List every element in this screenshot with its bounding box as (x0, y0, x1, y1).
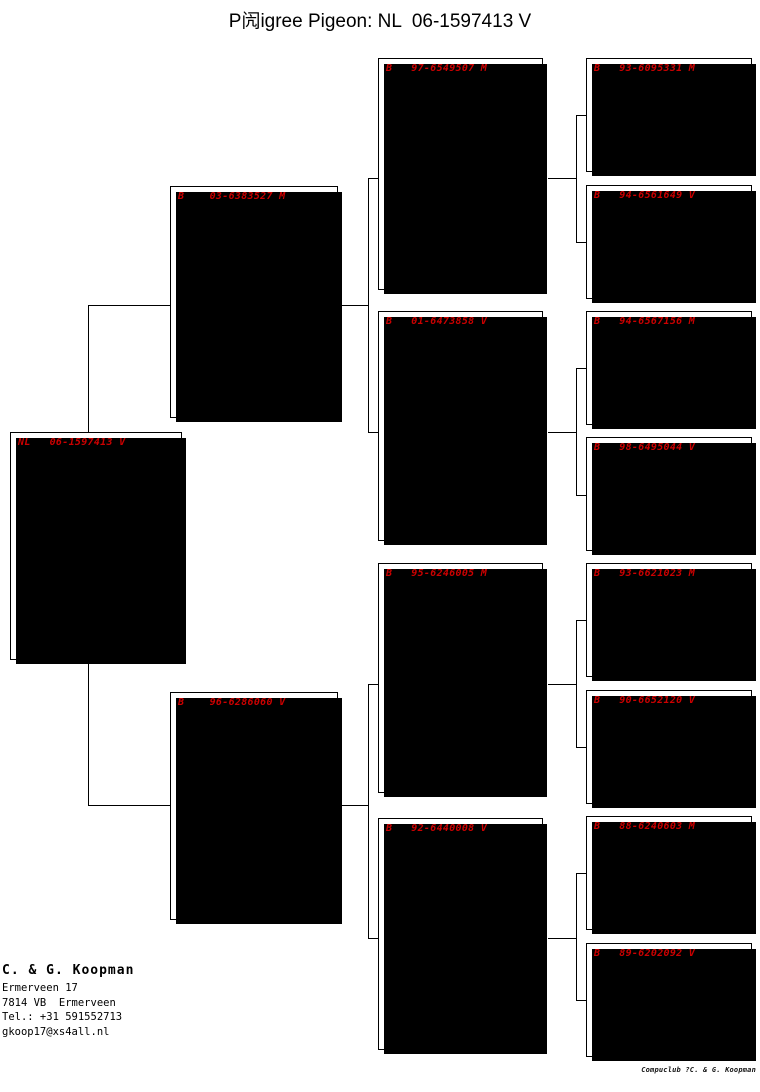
card-sire-sire[interactable]: B 97-6549507 M "SPRINT" Albert Marcelis … (378, 58, 547, 294)
card-dam-sire-sire-body: "DE RAMBO" D & L van Dyck Blauw De Rambo… (594, 582, 702, 652)
card-sire-sire-dam[interactable]: B 94-6561649 V "GESCHELPT POOT" Albert M… (586, 185, 756, 303)
connector-ds-to-dss (576, 620, 586, 621)
card-subject[interactable]: NL 06-1597413 V "CHONI" C & G Koopman Kr… (10, 432, 186, 664)
connector-sd-vertical (576, 368, 577, 495)
card-dam-dam-dam[interactable]: B 89-6202092 V "MOEDER VAN DE RAMBO Mari… (586, 943, 756, 1061)
card-sire-dam-sire-body: "JUNIOR" Albert Marcelis Zoon van de Gus… (594, 330, 721, 400)
card-sire-sire-dam-id: B 94-6561649 V (594, 190, 696, 201)
connector-sire-vertical (368, 178, 369, 432)
connector-sd-to-sdd (576, 495, 586, 496)
card-dam-dam-id: B 92-6440008 V (386, 823, 488, 834)
card-dam-sire-dam-body: "HET LAATJE" Moeder Den Bourges en De Ka… (594, 709, 708, 779)
card-dam-dam-dam-body: "MOEDER VAN DE RAMBO Marien-Royberghs (594, 962, 721, 989)
card-dam-dam-body: "ZUS RAMBO" D & L van Dyck Rambo is vade… (386, 837, 488, 952)
card-dam-dam-dam-id: B 89-6202092 V (594, 948, 696, 959)
card-sire-dam-body: "RITA" Albert Marcelis Kras Rita is zus … (386, 330, 513, 415)
connector-ss-to-ssd (576, 242, 586, 243)
connector-ss-to-sss (576, 115, 586, 116)
card-dam-sire[interactable]: B 95-6246005 M "DE KANNIBAAL" D & L van … (378, 563, 547, 797)
card-sire-dam[interactable]: B 01-6473858 V "RITA" Albert Marcelis Kr… (378, 311, 547, 545)
card-sire-dam-id: B 01-6473858 V (386, 316, 488, 327)
card-dam-sire-dam[interactable]: B 90-6652120 V "HET LAATJE" Moeder Den B… (586, 690, 756, 808)
owner-address: Ermerveen 17 7814 VB Ermerveen Tel.: +31… (2, 982, 123, 1038)
card-sire-id: B 03-6383527 M (178, 191, 286, 202)
connector-ds-to-dsd (576, 747, 586, 748)
connector-dam-to-dd (368, 938, 378, 939)
card-sire-sire-sire[interactable]: B 93-6095331 M "OUDE SPRINT" Albert Marc… (586, 58, 756, 176)
software-credit: Compuclub ?C. & G. Koopman (641, 1066, 756, 1074)
connector-subject-to-sire (88, 305, 170, 306)
connector-ss-vertical (576, 115, 577, 242)
connector-subject-to-dam (88, 805, 170, 806)
card-dam-body: "GOLDEN LADY" D & L van Dyck Kras Stamdu… (178, 711, 305, 855)
card-dam-dam-sire-body: "VADER VAN DE RAMBO" G. Leysen, Pulderbo… (594, 835, 721, 862)
card-sire-dam-sire[interactable]: B 94-6567156 M "JUNIOR" Albert Marcelis … (586, 311, 756, 429)
connector-sd-to-sds (576, 368, 586, 369)
connector-sd-out (548, 432, 576, 433)
card-dam-sire-id: B 95-6246005 M (386, 568, 488, 579)
card-sire-sire-dam-body: "GESCHELPT POOT" Albert Marcelis Kras Vl… (594, 204, 708, 274)
connector-dam-out (338, 805, 368, 806)
card-dam-sire-dam-id: B 90-6652120 V (594, 695, 696, 706)
card-dam-dam-sire[interactable]: B 88-6240603 M "VADER VAN DE RAMBO" G. L… (586, 816, 756, 934)
connector-ds-out (548, 684, 576, 685)
connector-dd-to-dds (576, 873, 586, 874)
connector-subject-stub-v (88, 555, 89, 805)
connector-subject-vertical (88, 305, 89, 555)
connector-sire-to-ss (368, 178, 378, 179)
card-sire-dam-dam[interactable]: B 98-6495044 V "VAAL" Albert Marcelis Va… (586, 437, 756, 555)
card-sire-body: "JONGE SPRINT" Albert Marcelis Kras Jong… (178, 205, 292, 320)
connector-sire-to-sd (368, 432, 378, 433)
card-dam-id: B 96-6286060 V (178, 697, 286, 708)
card-dam-dam-sire-id: B 88-6240603 M (594, 821, 696, 832)
connector-dd-out (548, 938, 576, 939)
card-dam-sire-sire[interactable]: B 93-6621023 M "DE RAMBO" D & L van Dyck… (586, 563, 756, 681)
card-dam-dam[interactable]: B 92-6440008 V "ZUS RAMBO" D & L van Dyc… (378, 818, 547, 1054)
connector-dam-vertical (368, 684, 369, 938)
connector-sire-out (338, 305, 368, 306)
owner-name: C. & G. Koopman (2, 963, 135, 978)
card-sire-sire-sire-id: B 93-6095331 M (594, 63, 696, 74)
connector-dd-to-ddd (576, 1000, 586, 1001)
card-sire-dam-dam-id: B 98-6495044 V (594, 442, 696, 453)
card-sire[interactable]: B 03-6383527 M "JONGE SPRINT" Albert Mar… (170, 186, 342, 422)
card-sire-dam-dam-body: "VAAL" Albert Marcelis Vaal komt uit Dra… (594, 456, 715, 526)
page-title: P闶igree Pigeon: NL 06-1597413 V (228, 11, 532, 32)
card-sire-dam-sire-id: B 94-6567156 M (594, 316, 696, 327)
card-subject-body: "CHONI" C & G Koopman Kras O.a. moeder M… (18, 451, 139, 624)
card-dam[interactable]: B 96-6286060 V "GOLDEN LADY" D & L van D… (170, 692, 342, 924)
connector-dd-vertical (576, 873, 577, 1000)
card-sire-sire-sire-body: "OUDE SPRINT" Albert Marcelis Superieure… (594, 77, 708, 147)
connector-ss-out (548, 178, 576, 179)
connector-dam-to-ds (368, 684, 378, 685)
card-sire-sire-body: "SPRINT" Albert Marcelis Blauw 1e olympi… (386, 77, 513, 192)
card-dam-sire-sire-id: B 93-6621023 M (594, 568, 696, 579)
card-dam-sire-body: "DE KANNIBAAL" D & L van Dyck Kras 1e As… (386, 582, 494, 653)
card-sire-sire-id: B 97-6549507 M (386, 63, 488, 74)
connector-ds-vertical (576, 620, 577, 747)
card-subject-id: NL 06-1597413 V (18, 437, 126, 448)
